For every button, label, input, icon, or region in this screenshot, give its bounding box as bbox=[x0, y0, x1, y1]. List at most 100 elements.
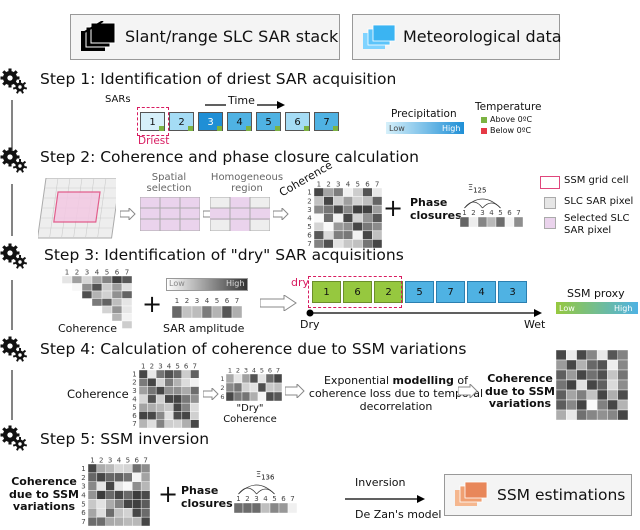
matrix-cell bbox=[114, 516, 124, 527]
matrix-cell bbox=[617, 389, 629, 401]
matrix-cell bbox=[181, 394, 191, 404]
matrix-tick: 4 bbox=[81, 491, 86, 499]
matrix-cell bbox=[132, 508, 142, 518]
dry-highlight bbox=[308, 276, 402, 308]
spatial-selection-label: Spatial selection bbox=[146, 172, 192, 194]
matrix-cell bbox=[111, 290, 123, 299]
plus-icon-step5: + bbox=[158, 480, 179, 508]
matrix-cell bbox=[333, 213, 344, 223]
matrix-cell bbox=[190, 369, 200, 379]
matrix-tick: 1 bbox=[81, 465, 85, 473]
amp-high: High bbox=[226, 279, 245, 288]
amp-cell bbox=[211, 305, 223, 319]
matrix-cell bbox=[342, 239, 354, 249]
matrix-cell bbox=[323, 213, 334, 223]
matrix-cell bbox=[273, 382, 283, 393]
matrix-tick: 2 bbox=[307, 197, 311, 205]
matrix-cell bbox=[114, 472, 124, 482]
matrix-cell bbox=[265, 391, 275, 402]
matrix-cell bbox=[81, 275, 93, 284]
matrix-cell bbox=[147, 369, 157, 379]
ssm-coherence-label: Coherence due to SSM variations bbox=[485, 372, 555, 410]
matrix-tick: 7 bbox=[375, 181, 379, 189]
matrix-cell bbox=[607, 369, 618, 381]
matrix-cell bbox=[123, 463, 133, 474]
matrix-cell bbox=[155, 394, 165, 404]
matrix-cell bbox=[101, 298, 113, 307]
strip-cell bbox=[251, 502, 262, 514]
matrix-tick: 5 bbox=[81, 500, 85, 508]
temp-label: Temperature bbox=[475, 101, 542, 113]
matrix-tick: 4 bbox=[307, 214, 312, 222]
matrix-cell bbox=[586, 359, 598, 371]
amplitude-label: SAR amplitude bbox=[163, 322, 245, 335]
matrix-cell bbox=[313, 222, 324, 232]
matrix-tick: 7 bbox=[132, 420, 136, 428]
amp-cell bbox=[171, 305, 183, 319]
matrix-cell bbox=[257, 391, 267, 402]
matrix-cell bbox=[342, 213, 354, 223]
matrix-cell bbox=[241, 382, 251, 393]
amp-tick: 4 bbox=[205, 297, 210, 305]
matrix-tick: 3 bbox=[132, 387, 136, 395]
ordered-cell-6: 6 bbox=[343, 281, 372, 303]
matrix-cell bbox=[190, 378, 200, 387]
matrix-cell bbox=[138, 411, 148, 420]
matrix-cell bbox=[596, 399, 608, 411]
matrix-cell bbox=[352, 230, 363, 240]
matrix-cell bbox=[333, 187, 344, 197]
matrix-tick: 6 bbox=[134, 457, 139, 465]
matrix-cell bbox=[132, 516, 142, 527]
matrix-cell bbox=[566, 399, 577, 411]
matrix-tick: 3 bbox=[158, 363, 162, 371]
matrix-cell bbox=[323, 222, 334, 232]
matrix-tick: 3 bbox=[336, 181, 340, 189]
matrix-cell bbox=[91, 290, 103, 299]
step2-title: Step 2: Coherence and phase closure calc… bbox=[40, 148, 419, 166]
matrix-cell bbox=[257, 373, 267, 384]
meteo-icon bbox=[361, 23, 397, 57]
matrix-cell bbox=[123, 481, 133, 491]
matrix-cell bbox=[555, 349, 567, 361]
strip-cell bbox=[233, 502, 244, 514]
matrix-cell bbox=[111, 313, 123, 322]
matrix-cell bbox=[342, 222, 354, 232]
strip-cell bbox=[468, 216, 479, 228]
matrix-cell bbox=[607, 399, 618, 411]
precip-low: Low bbox=[389, 124, 405, 133]
matrix-cell bbox=[233, 373, 243, 384]
matrix-cell bbox=[576, 359, 588, 371]
amp-tick: 7 bbox=[235, 297, 239, 305]
matrix-cell bbox=[155, 369, 165, 379]
matrix-cell bbox=[313, 230, 324, 240]
matrix-cell bbox=[586, 399, 598, 411]
matrix-cell bbox=[323, 230, 334, 240]
matrix-cell bbox=[105, 499, 115, 509]
matrix-cell bbox=[333, 222, 344, 232]
amp-cell bbox=[201, 305, 213, 319]
phase-closures-label-step5: Phase closures bbox=[181, 484, 233, 510]
matrix-cell bbox=[138, 386, 148, 396]
matrix-cell bbox=[114, 508, 124, 518]
matrix-tick: 1 bbox=[90, 457, 94, 465]
matrix-cell bbox=[362, 213, 373, 223]
matrix-cell bbox=[372, 196, 383, 206]
matrix-cell bbox=[576, 409, 588, 421]
proxy-label: SSM proxy bbox=[567, 287, 625, 300]
matrix-cell bbox=[147, 394, 157, 404]
homog-label: Homogeneous region bbox=[210, 172, 284, 194]
matrix-cell bbox=[596, 409, 608, 421]
ordered-cell-4: 4 bbox=[467, 281, 496, 303]
dry-red-label: dry bbox=[291, 276, 310, 289]
amp-cell bbox=[191, 305, 203, 319]
matrix-cell bbox=[173, 386, 183, 396]
matrix-tick: 6 bbox=[132, 412, 137, 420]
matrix-cell bbox=[140, 481, 151, 491]
strip-tick: 4 bbox=[263, 495, 268, 503]
matrix-cell bbox=[96, 508, 106, 518]
matrix-tick: 4 bbox=[117, 457, 122, 465]
